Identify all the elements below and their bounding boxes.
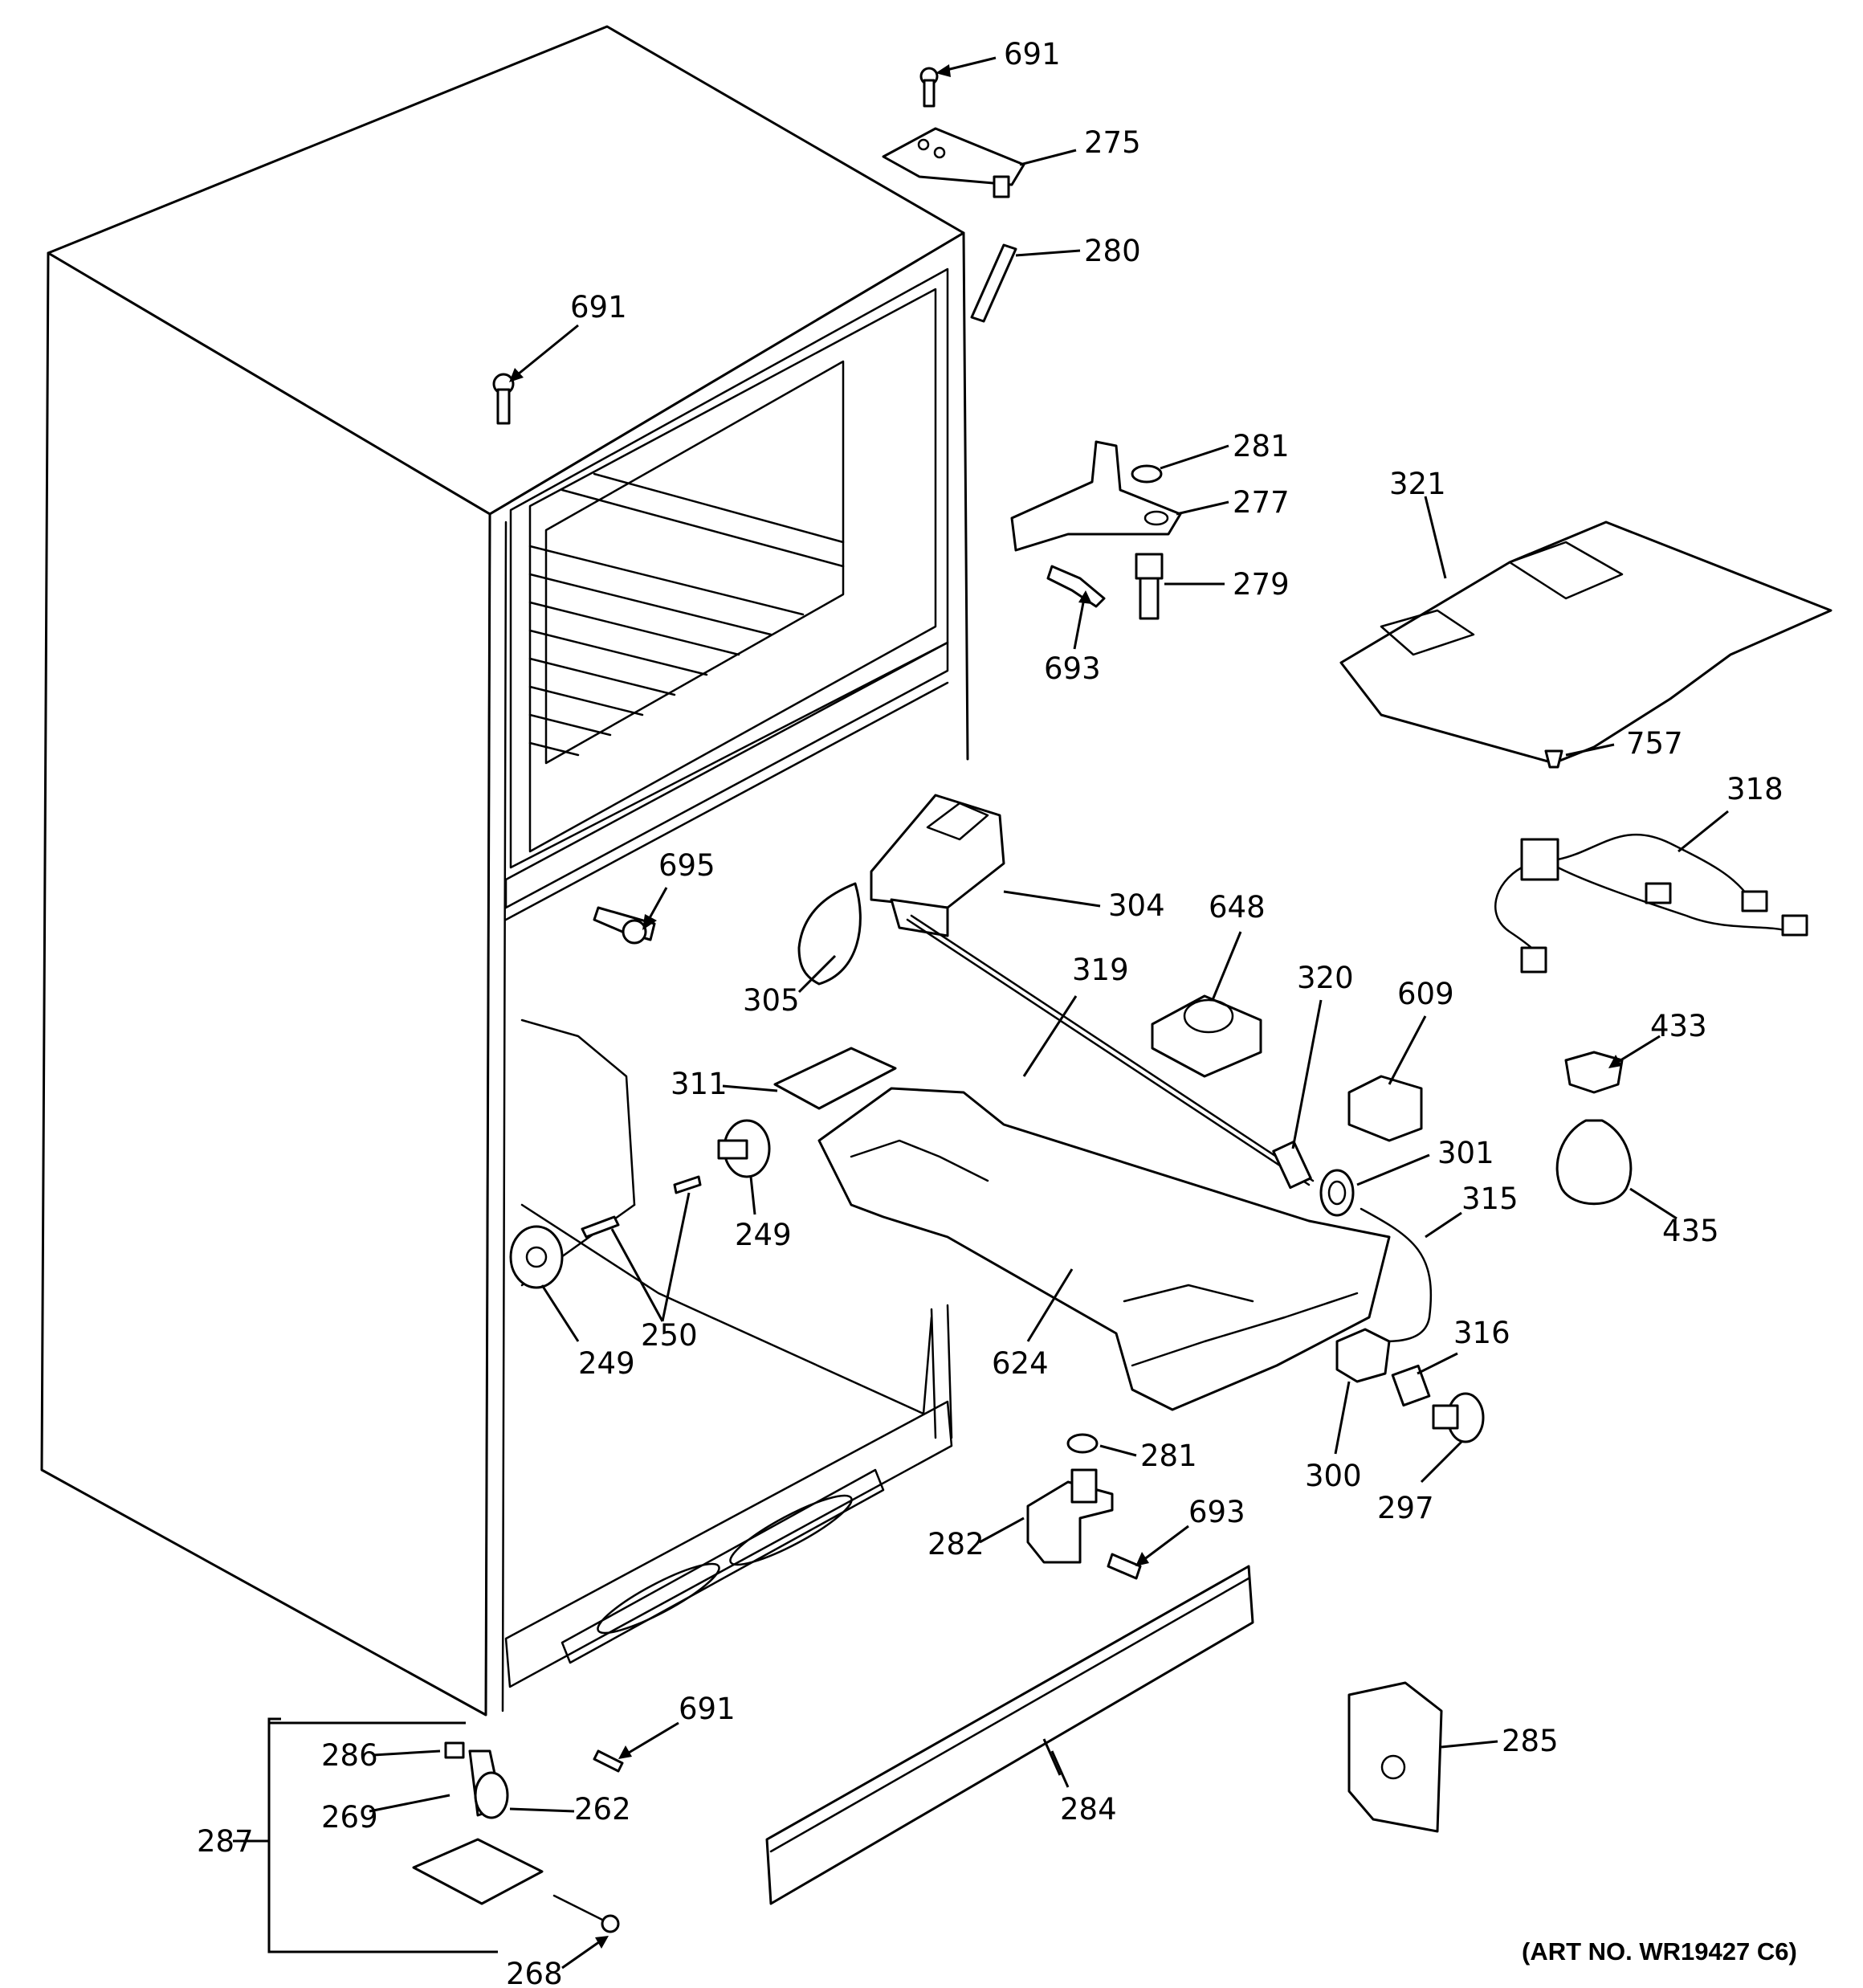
- wire-harness-318: [1494, 833, 1808, 974]
- callout-320: 320: [1297, 961, 1354, 995]
- hinge-275: [882, 127, 1025, 198]
- hinge-277: [1010, 440, 1182, 552]
- callout-262: 262: [574, 1792, 631, 1827]
- spring-320: [1272, 1140, 1312, 1190]
- callout-319: 319: [1072, 953, 1129, 987]
- parts-bag-285: [1347, 1681, 1443, 1833]
- cam-249-left: [509, 1225, 564, 1289]
- clip-757: [1544, 749, 1563, 769]
- knob-297: [1432, 1392, 1485, 1443]
- refrigerator-cabinet: [40, 25, 969, 1717]
- cam-249-right: [717, 1119, 771, 1178]
- cover-321: [1339, 520, 1832, 765]
- callout-311: 311: [671, 1067, 728, 1101]
- screw-691-left: [492, 373, 515, 425]
- callout-433: 433: [1650, 1009, 1707, 1043]
- callout-693-bottom: 693: [1188, 1495, 1245, 1529]
- roller-assembly-287: [267, 1717, 620, 1953]
- light-housing-624: [817, 1087, 1391, 1411]
- callout-304: 304: [1108, 888, 1165, 923]
- callout-757: 757: [1626, 726, 1683, 761]
- leader-lines: [369, 56, 1729, 1970]
- screw-693-bottom: [1107, 1553, 1142, 1580]
- callout-281-bottom: 281: [1140, 1439, 1197, 1473]
- callout-268: 268: [506, 1957, 563, 1988]
- washer-281-top: [1131, 464, 1163, 484]
- washer-281-bottom: [1066, 1433, 1099, 1454]
- housing-304: [870, 794, 1005, 937]
- callout-691-bottom: 691: [679, 1692, 736, 1726]
- bracket-311: [773, 1047, 897, 1110]
- callout-labels: 691 275 280 691 281 277 279 693 321 757 …: [197, 37, 1797, 1988]
- callout-249-right: 249: [735, 1218, 792, 1252]
- callout-282: 282: [927, 1527, 984, 1561]
- callout-305: 305: [743, 983, 800, 1018]
- callout-286: 286: [321, 1738, 378, 1773]
- art-number: (ART NO. WR19427 C6): [1522, 1937, 1797, 1966]
- hinge-282: [1026, 1468, 1114, 1564]
- thermostat-300: [1335, 1328, 1391, 1383]
- callout-280: 280: [1084, 234, 1141, 268]
- screw-695: [593, 906, 656, 945]
- callout-297: 297: [1377, 1491, 1434, 1525]
- callout-321: 321: [1389, 467, 1446, 501]
- screw-691-top: [919, 67, 939, 108]
- callout-277: 277: [1233, 485, 1290, 520]
- callout-624: 624: [992, 1346, 1049, 1381]
- shim-280: [970, 243, 1017, 323]
- callout-318: 318: [1726, 772, 1784, 806]
- callout-648: 648: [1209, 890, 1266, 925]
- callout-300: 300: [1305, 1459, 1362, 1493]
- grille-284: [765, 1565, 1254, 1905]
- hinge-pin-279: [1135, 553, 1164, 620]
- callout-693-top: 693: [1044, 651, 1101, 686]
- callout-269: 269: [321, 1800, 378, 1835]
- callout-284: 284: [1060, 1792, 1117, 1827]
- control-648: [1151, 994, 1262, 1078]
- callout-249-left: 249: [578, 1346, 635, 1381]
- callout-609: 609: [1397, 977, 1454, 1011]
- callout-275: 275: [1084, 125, 1141, 160]
- callout-315: 315: [1461, 1182, 1519, 1216]
- callout-695: 695: [658, 848, 715, 883]
- callout-691-left: 691: [570, 290, 627, 325]
- callout-435: 435: [1662, 1214, 1719, 1248]
- bulb-435: [1555, 1119, 1633, 1206]
- screw-691-bottom: [593, 1749, 624, 1773]
- switch-609: [1347, 1075, 1423, 1142]
- callout-281-top: 281: [1233, 429, 1290, 463]
- callout-301: 301: [1437, 1136, 1494, 1170]
- callout-316: 316: [1453, 1316, 1510, 1350]
- knob-301: [1319, 1169, 1355, 1217]
- callout-285: 285: [1502, 1724, 1559, 1758]
- socket-433: [1564, 1051, 1624, 1094]
- cable-319: [906, 914, 1315, 1186]
- screws-250: [581, 1175, 702, 1239]
- callout-279: 279: [1233, 567, 1290, 602]
- screw-693-top: [1046, 565, 1106, 608]
- callout-691-top: 691: [1004, 37, 1061, 71]
- damper-305: [797, 882, 862, 986]
- thermostat-wire-315: [1360, 1207, 1433, 1343]
- bushing-316: [1391, 1364, 1431, 1407]
- callout-250: 250: [641, 1318, 698, 1353]
